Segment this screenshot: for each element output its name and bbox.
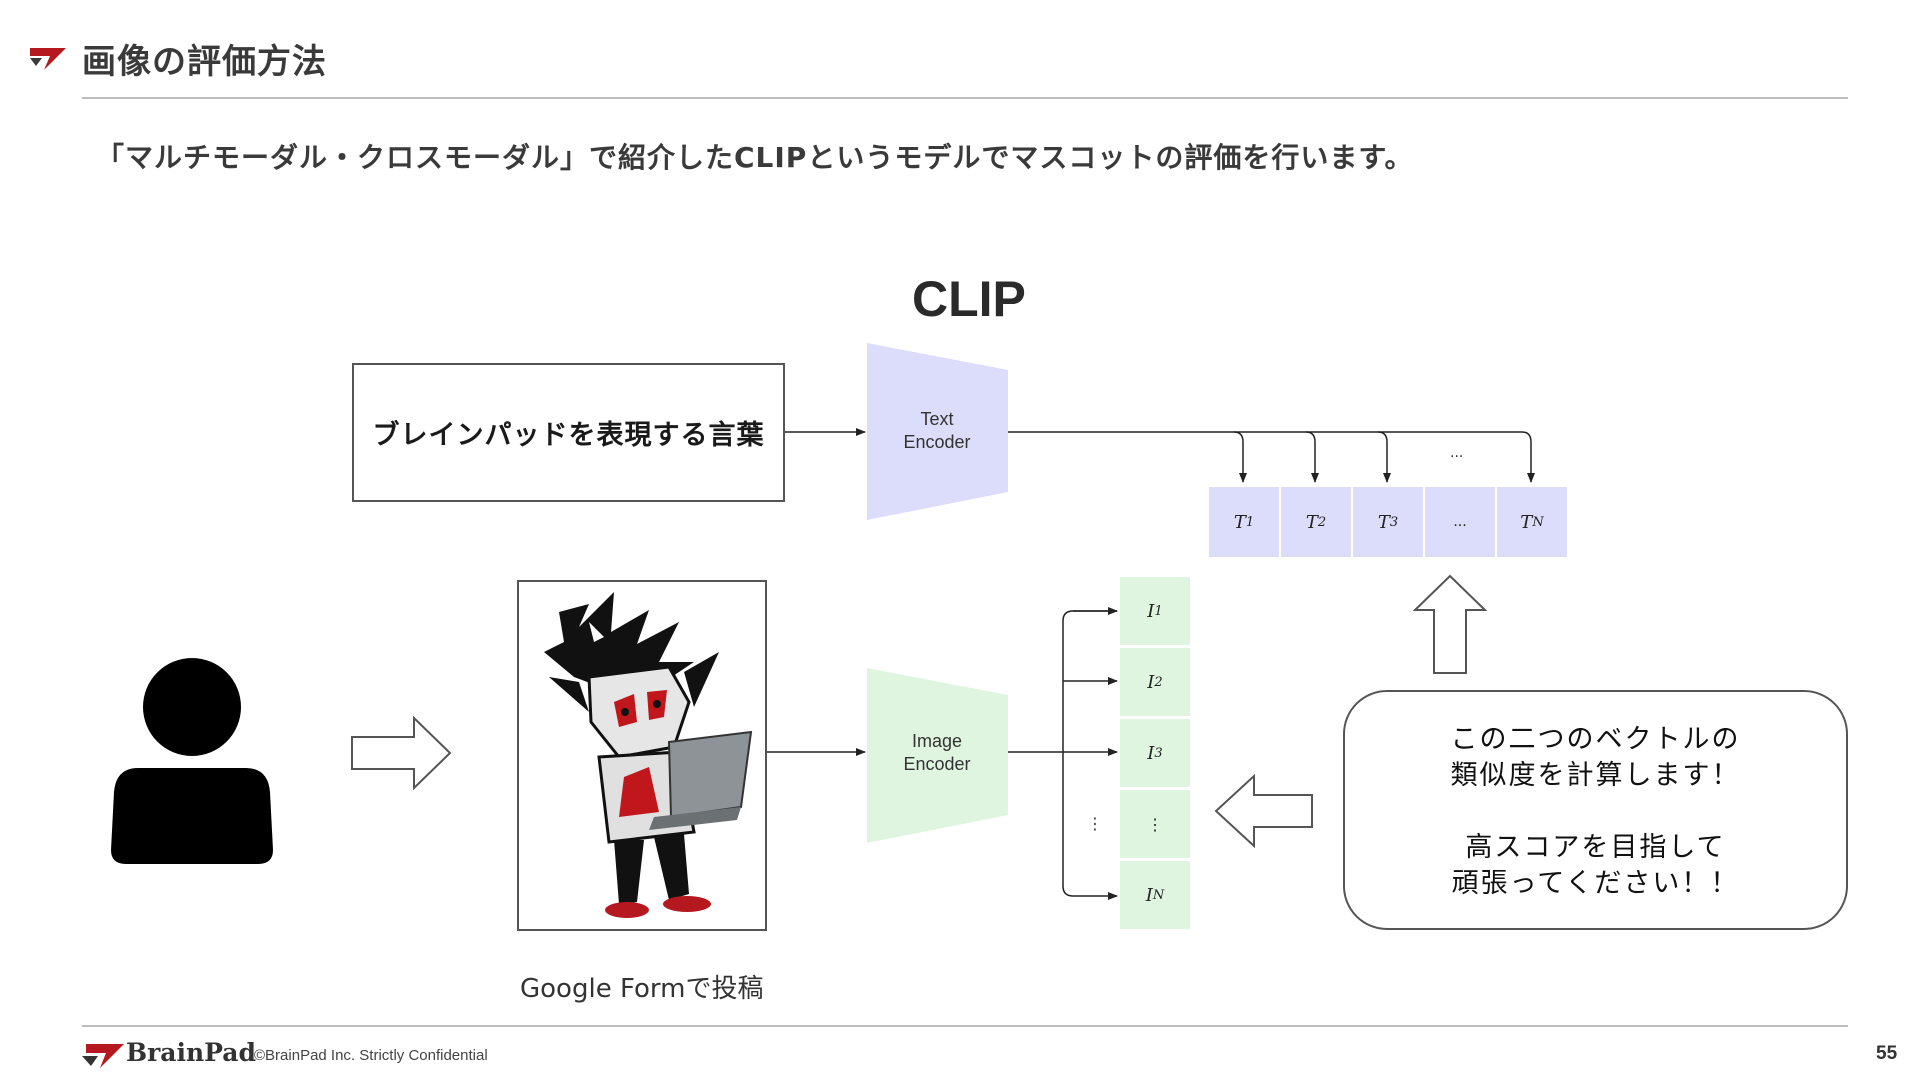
instruction-bubble: この二つのベクトルの 類似度を計算します！ 高スコアを目指して 頑張ってください…: [1343, 690, 1848, 930]
mascot-image: [517, 580, 767, 931]
text-vector-dots: ...: [1450, 445, 1464, 461]
title-divider: [82, 97, 1848, 99]
bubble-to-text-vectors-arrow: [1412, 574, 1488, 674]
brand-mark-icon: [30, 48, 66, 70]
page-number: 55: [1876, 1043, 1898, 1064]
bubble-to-image-vectors-arrow: [1214, 773, 1313, 849]
image-encoder-shape: [867, 668, 1008, 843]
clip-title: CLIP: [912, 271, 1026, 327]
footer-brand-mark-icon: [82, 1044, 124, 1068]
image-vector-cell: ⋮: [1120, 790, 1190, 858]
brainpad-words-box: ブレインパッドを表現する言葉: [352, 363, 785, 502]
slide-subtitle: 「マルチモーダル・クロスモーダル」で紹介したCLIPというモデルでマスコットの評…: [96, 141, 1414, 174]
footer-copyright: ©BrainPad Inc. Strictly Confidential: [254, 1047, 488, 1064]
image-encoder-label: Image Encoder: [903, 731, 971, 774]
image-vector-dots: ⋮: [1087, 814, 1103, 833]
mascot-caption: Google Formで投稿: [520, 974, 764, 1004]
user-to-mascot-arrow: [351, 715, 452, 791]
text-vector-cell: ...: [1425, 487, 1495, 557]
page-title: 画像の評価方法: [82, 42, 327, 82]
text-encoder-label: Text Encoder: [903, 409, 971, 452]
mascot-illustration: [544, 592, 753, 918]
footer-logo: BrainPad: [126, 1038, 256, 1067]
footer-divider: [82, 1025, 1848, 1027]
user-icon: [111, 658, 273, 864]
text-encoder-shape: [867, 343, 1008, 520]
